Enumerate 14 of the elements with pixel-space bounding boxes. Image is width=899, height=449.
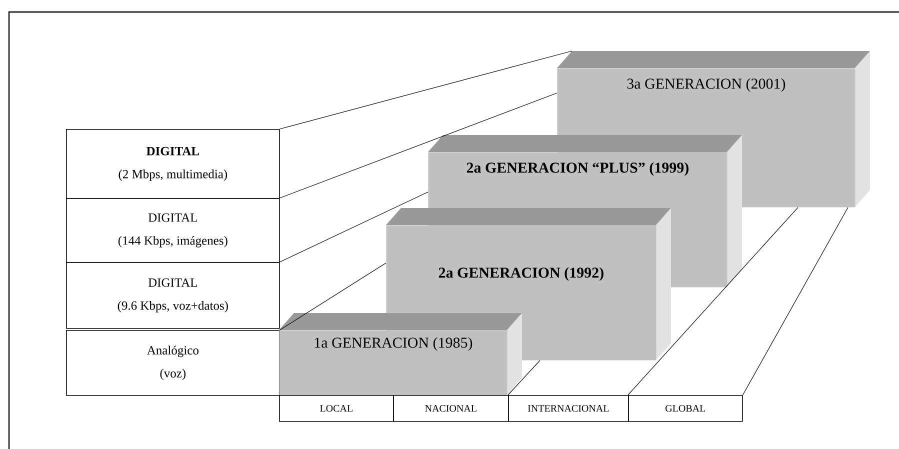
- table-cell: INTERNACIONAL: [508, 395, 629, 422]
- table-cell: NACIONAL: [393, 395, 509, 422]
- table-cell: GLOBAL: [628, 395, 743, 422]
- 3d-block: 1a GENERACION (1985): [279, 313, 522, 396]
- perspective-line: [280, 262, 386, 330]
- perspective-line: [280, 50, 572, 130]
- perspective-line: [280, 192, 428, 262]
- table-cell: DIGITAL (2 Mbps, multimedia): [66, 129, 280, 199]
- perspective-line: [280, 92, 558, 198]
- perspective-line: [628, 207, 798, 396]
- perspective-line: [742, 207, 848, 396]
- table-cell: DIGITAL (144 Kbps, imágenes): [66, 198, 280, 263]
- table-cell: DIGITAL (9.6 Kbps, voz+datos): [66, 262, 280, 329]
- table-cell: LOCAL: [279, 395, 394, 422]
